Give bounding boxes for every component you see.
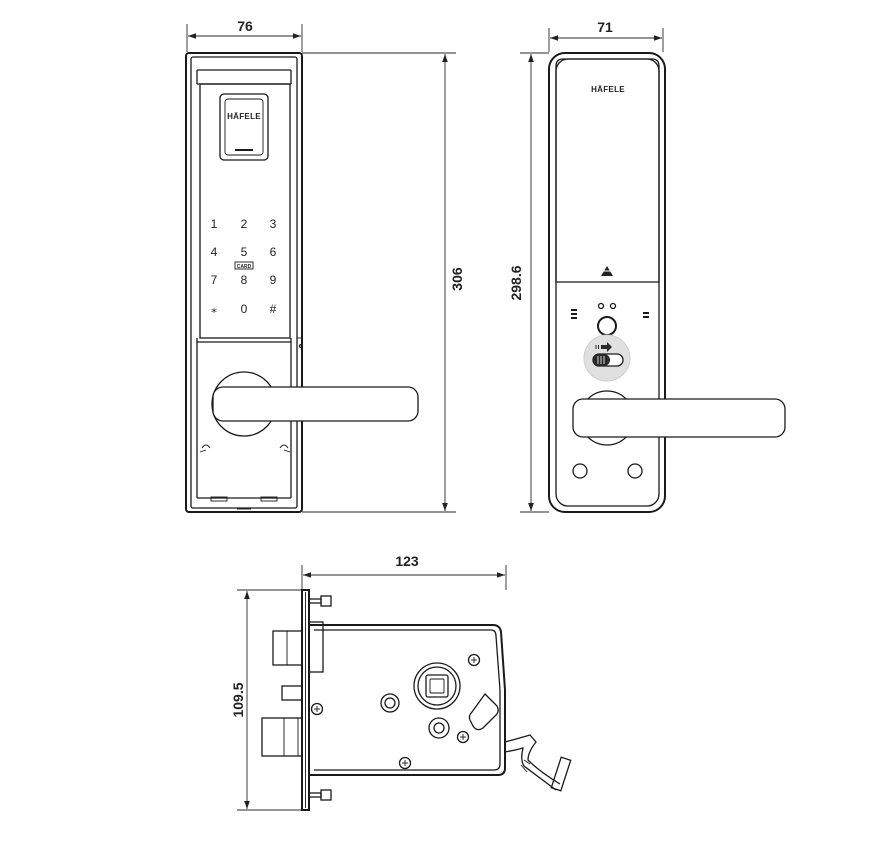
keypad-key-star[interactable]: ⁎	[211, 302, 217, 316]
indicator-led-left	[597, 302, 605, 310]
front-height-label: 306	[449, 267, 465, 291]
keypad-key-2[interactable]: 2	[241, 217, 248, 231]
back-width-label: 71	[597, 19, 613, 35]
privacy-slider[interactable]	[583, 334, 631, 382]
latch-bolt	[272, 630, 303, 666]
mortise-lock-view: 123 109.5	[230, 553, 572, 811]
front-clip-left	[199, 444, 211, 453]
front-lever-handle	[211, 371, 419, 437]
lock-case	[308, 624, 506, 776]
keypad-key-hash[interactable]: #	[270, 302, 277, 316]
keypad-key-7[interactable]: 7	[211, 273, 218, 287]
front-outer-frame	[185, 52, 303, 513]
back-height-label: 298.6	[508, 265, 524, 300]
mortise-width-label: 123	[395, 553, 419, 569]
card-reader-area	[234, 261, 254, 270]
fingerprint-reader: HÄFELE	[219, 93, 269, 161]
back-view: 71 HÄFELE	[508, 19, 786, 513]
keypad-key-9[interactable]: 9	[270, 273, 277, 287]
keypad-key-0[interactable]: 0	[241, 302, 248, 316]
back-height-dimension: 298.6	[508, 52, 549, 513]
case-screws	[310, 653, 481, 770]
keypad-key-4[interactable]: 4	[211, 245, 218, 259]
front-glass-panel	[199, 83, 291, 339]
card-label: CARD	[237, 264, 252, 270]
mortise-height-dimension: 109.5	[230, 589, 302, 811]
back-lever-handle	[572, 390, 786, 446]
keypad-key-5[interactable]: 5	[241, 245, 248, 259]
cable-connector	[550, 756, 572, 792]
front-brand-logo: HÄFELE	[227, 112, 261, 121]
mortise-width-dimension: 123	[301, 553, 507, 590]
deadbolt	[261, 717, 303, 757]
keypad-key-8[interactable]: 8	[241, 273, 248, 287]
spindle-hub	[413, 662, 461, 710]
front-view: 76 HÄFELE 1 2 3 4 5 6 7 8 9 ⁎	[185, 18, 465, 513]
mortise-height-label: 109.5	[230, 682, 246, 717]
keypad-key-3[interactable]: 3	[270, 217, 277, 231]
front-clip-right	[279, 444, 291, 453]
back-width-dimension: 71	[548, 19, 664, 52]
back-function-button[interactable]	[597, 316, 617, 336]
cylinder-hole	[428, 717, 450, 739]
keypad-key-1[interactable]: 1	[211, 217, 218, 231]
mounting-hole-left	[572, 463, 588, 479]
side-vents	[571, 309, 649, 319]
front-width-dimension: 76	[186, 18, 303, 52]
keypad: 1 2 3 4 5 6 7 8 9 ⁎ 0 # CARD	[211, 217, 277, 316]
auxiliary-bolt	[281, 685, 303, 701]
mounting-hole-right	[627, 463, 643, 479]
slide-direction-arrow-icon	[601, 342, 612, 352]
front-width-label: 76	[237, 18, 253, 34]
case-hole	[380, 693, 400, 713]
back-brand-logo: HÄFELE	[591, 85, 625, 94]
battery-compartment: HÄFELE	[555, 58, 660, 283]
back-outer-frame	[548, 52, 666, 513]
connector-cable	[504, 734, 572, 792]
case-slot	[468, 693, 499, 731]
keypad-key-6[interactable]: 6	[270, 245, 277, 259]
indicator-led-right	[609, 302, 617, 310]
front-height-dimension: 306	[302, 52, 465, 513]
